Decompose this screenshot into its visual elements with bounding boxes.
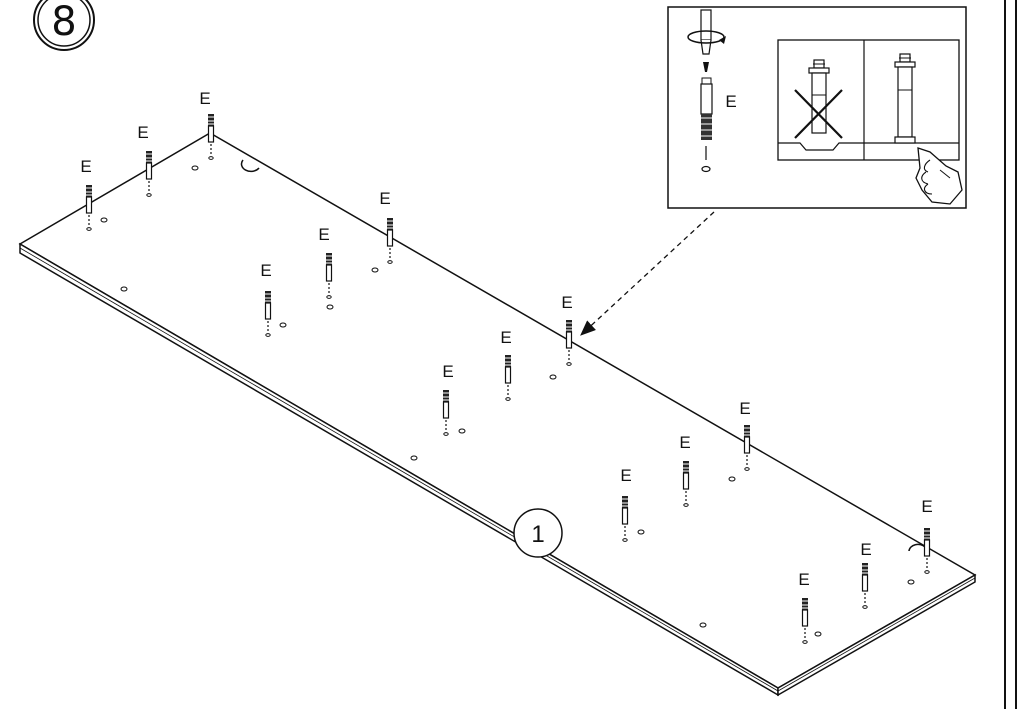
fastener-e: E: [798, 570, 810, 645]
fastener-label: E: [798, 570, 809, 589]
detail-fastener-label: E: [725, 92, 736, 111]
correct-example: [864, 53, 959, 144]
fastener-label: E: [679, 433, 690, 452]
fastener-label: E: [442, 362, 453, 381]
fastener-label: E: [199, 89, 210, 108]
panel-part-callout: 1: [513, 508, 563, 558]
fastener-group: E E E E E E E E: [80, 89, 933, 645]
panel-board: [18, 132, 977, 697]
fastener-label: E: [500, 328, 511, 347]
fastener-label: E: [318, 225, 329, 244]
fastener-label: E: [379, 189, 390, 208]
fastener-e: E: [260, 261, 272, 337]
fastener-label: E: [260, 261, 271, 280]
fastener-label: E: [80, 157, 91, 176]
fastener-e: E: [620, 466, 632, 543]
screwdriver-icon: [687, 9, 726, 72]
fastener-label: E: [561, 293, 572, 312]
fastener-label: E: [620, 466, 631, 485]
page-frame: [1004, 0, 1017, 709]
fastener-label: E: [739, 399, 750, 418]
detail-callout-arrow: [580, 211, 715, 336]
fastener-e: E: [679, 433, 691, 507]
step-number: 8: [51, 0, 76, 45]
fastener-e: E: [137, 123, 153, 197]
fastener-label: E: [860, 540, 871, 559]
detail-fastener: E: [700, 77, 737, 173]
fastener-e: E: [199, 89, 215, 160]
comparison-box: [777, 39, 960, 161]
step-badge: 8: [33, 0, 95, 51]
fastener-e: E: [739, 399, 751, 471]
fastener-e: E: [500, 328, 512, 401]
fastener-e: E: [318, 225, 333, 299]
fastener-e: E: [442, 362, 454, 436]
fastener-e: E: [379, 189, 394, 264]
fastener-e: E: [561, 293, 573, 366]
fastener-label: E: [921, 497, 932, 516]
fastener-label: E: [137, 123, 148, 142]
fastener-e: E: [860, 540, 872, 610]
detail-inset: E: [667, 6, 967, 209]
fastener-e: E: [80, 157, 93, 231]
fastener-e: E: [921, 497, 933, 575]
panel-part-number: 1: [531, 521, 544, 548]
pointing-hand-icon: [915, 147, 963, 205]
incorrect-example: [778, 59, 864, 151]
